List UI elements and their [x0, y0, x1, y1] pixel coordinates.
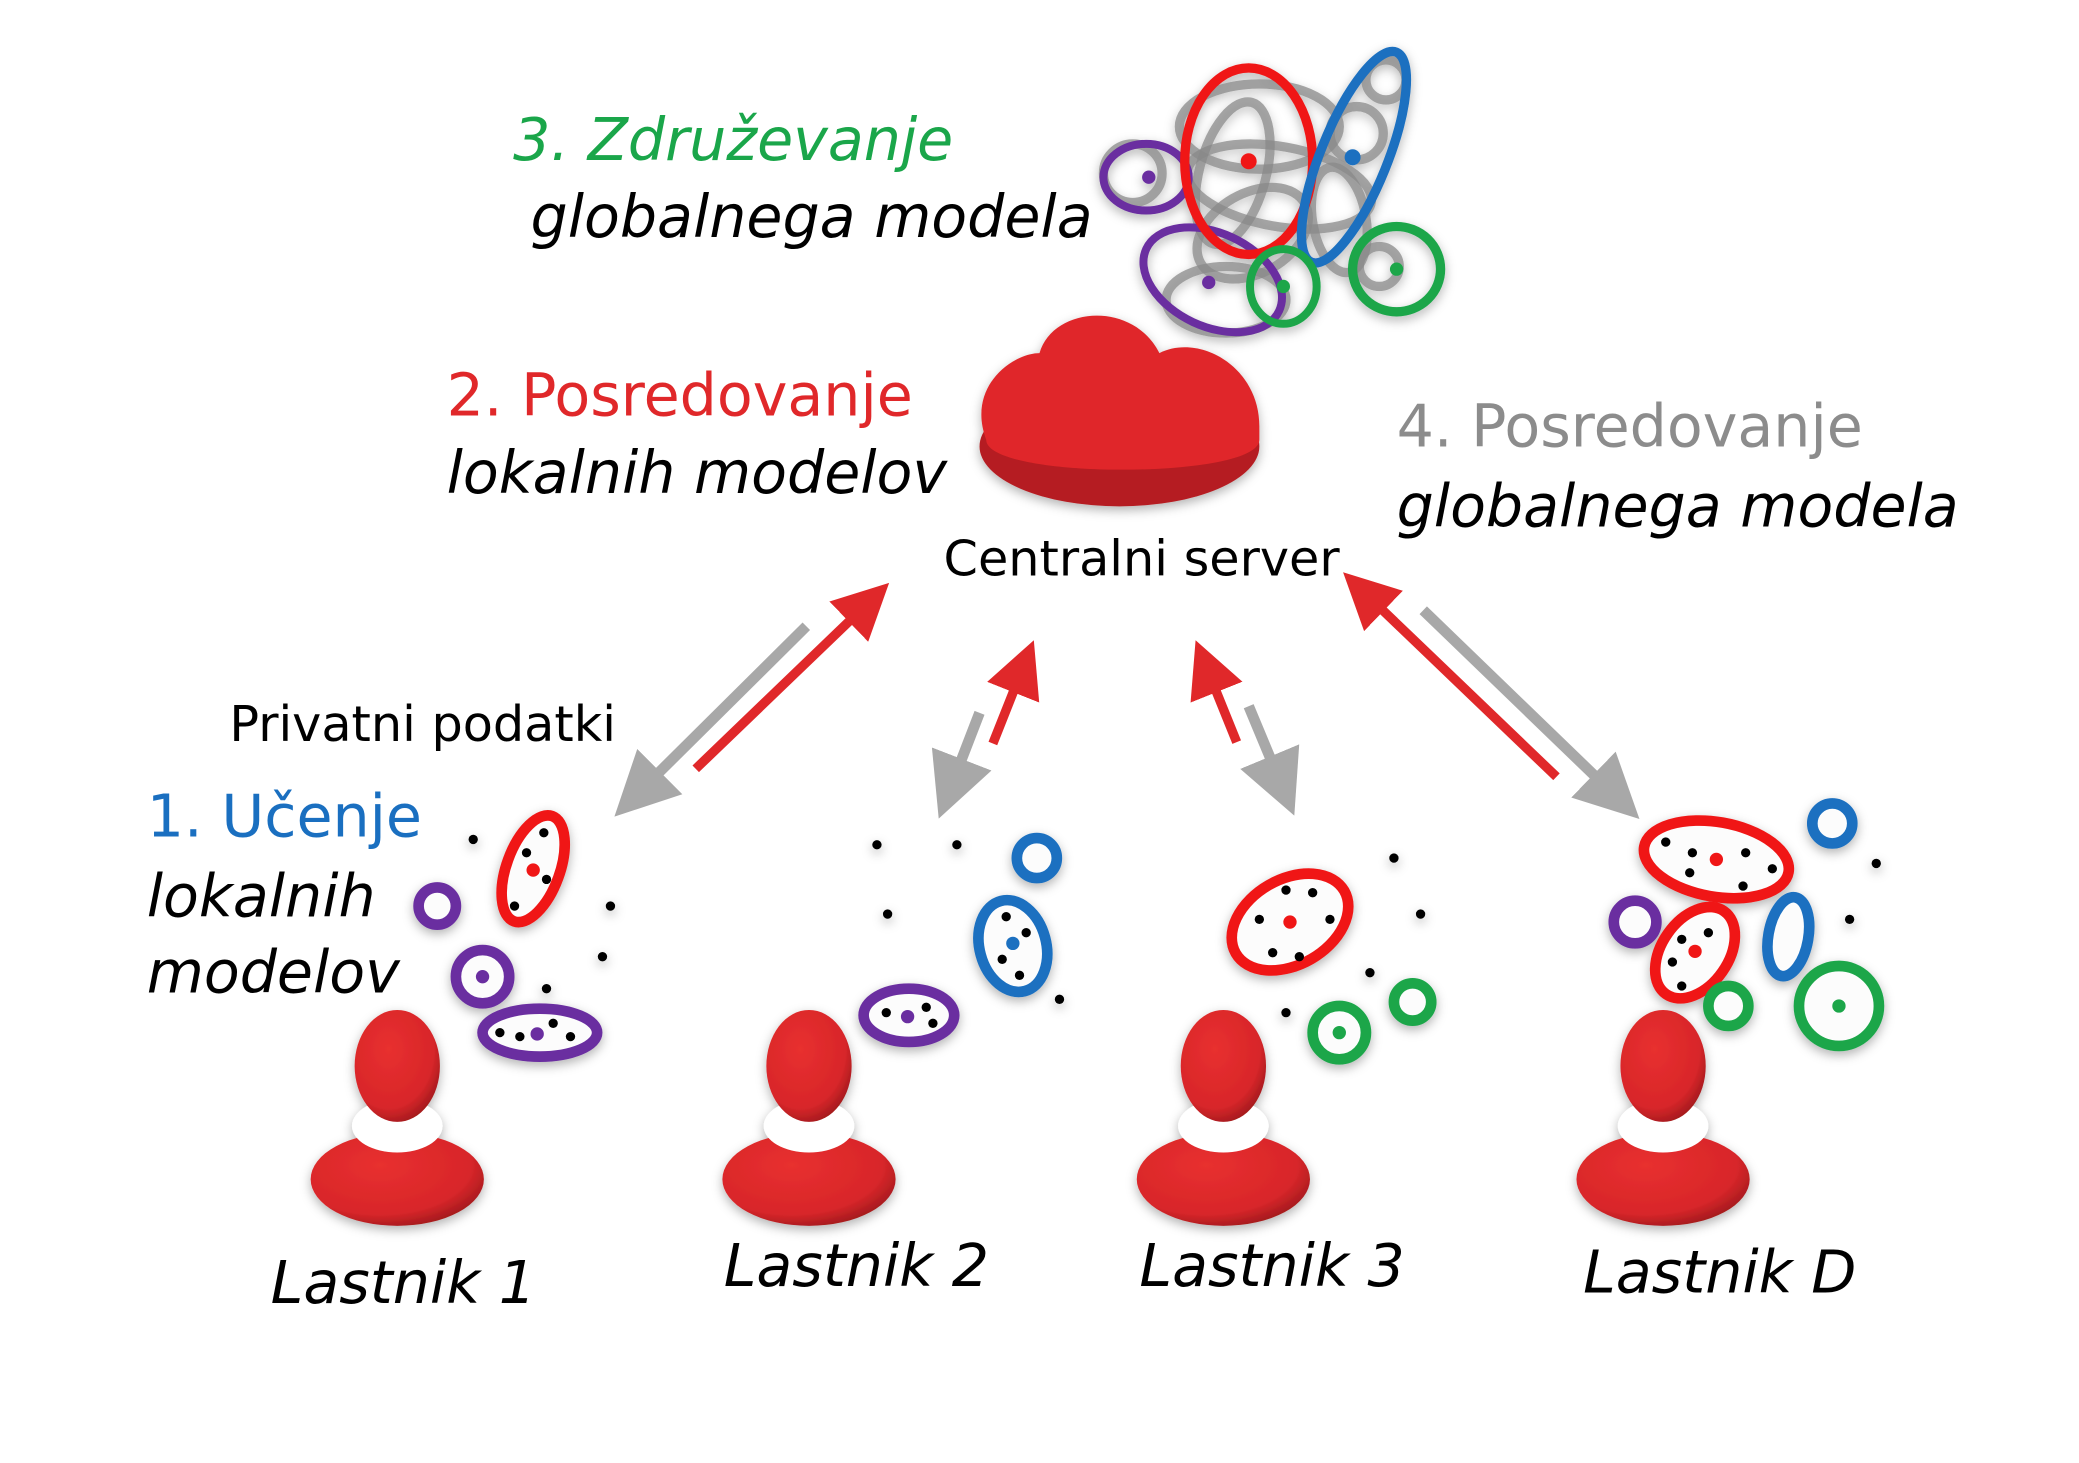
download-arrow — [1419, 606, 1640, 820]
person-icon — [1136, 1009, 1310, 1226]
cluster-center — [1344, 149, 1361, 166]
download-arrow — [1240, 704, 1300, 816]
download-arrow — [614, 622, 811, 817]
ownerD-local-model — [1608, 798, 1885, 1052]
step4-title: 4. Posredovanje — [1397, 392, 1863, 460]
owner3-local-model — [1226, 853, 1437, 1065]
owner2-local-model — [858, 832, 1065, 1048]
owner-label: Lastnik D — [1583, 1238, 1856, 1306]
step2-subtitle: lokalnih modelov — [447, 439, 949, 507]
green-cluster — [1347, 221, 1446, 317]
owner-label: Lastnik 2 — [724, 1232, 989, 1300]
arrows — [614, 572, 1640, 820]
server-label: Centralni server — [944, 530, 1341, 588]
upload-arrow — [1343, 572, 1560, 781]
gray-cluster — [1174, 79, 1344, 174]
cluster-center — [1202, 275, 1216, 290]
cluster-center — [1240, 153, 1257, 170]
owner-label: Lastnik 3 — [1139, 1232, 1404, 1300]
step1-subtitle-line2: modelov — [147, 939, 401, 1007]
purple-cluster — [1139, 223, 1286, 337]
private-data-label: Privatni podatki — [229, 695, 616, 753]
step1-title: 1. Učenje — [147, 783, 422, 851]
step2-title: 2. Posredovanje — [447, 362, 913, 430]
upload-arrow — [692, 582, 890, 773]
owner-D: Lastnik D — [1576, 1009, 1856, 1306]
owner-2: Lastnik 2 — [722, 1009, 989, 1300]
upload-arrow — [1190, 640, 1243, 744]
person-icon — [722, 1009, 896, 1226]
download-arrow — [931, 710, 992, 819]
step4-subtitle: globalnega modela — [1397, 472, 1959, 540]
global-model-clusters — [1098, 46, 1446, 338]
cloud-server-icon — [979, 315, 1260, 507]
owner1-local-model — [413, 810, 616, 1062]
green-cluster — [1246, 245, 1321, 328]
step3-subtitle: globalnega modela — [531, 183, 1093, 251]
person-icon — [310, 1009, 484, 1226]
person-icon — [1576, 1009, 1750, 1226]
step3-title: 3. Združevanje — [513, 106, 953, 174]
upload-arrow — [987, 640, 1040, 746]
cluster-center — [1142, 170, 1156, 184]
cluster-center — [1389, 262, 1404, 276]
step1-subtitle-line1: lokalnih — [147, 863, 376, 931]
owner-label: Lastnik 1 — [271, 1249, 536, 1317]
owner-3: Lastnik 3 — [1136, 1009, 1405, 1300]
cluster-center — [1276, 279, 1290, 294]
owner-1: Lastnik 1 — [271, 1009, 536, 1317]
